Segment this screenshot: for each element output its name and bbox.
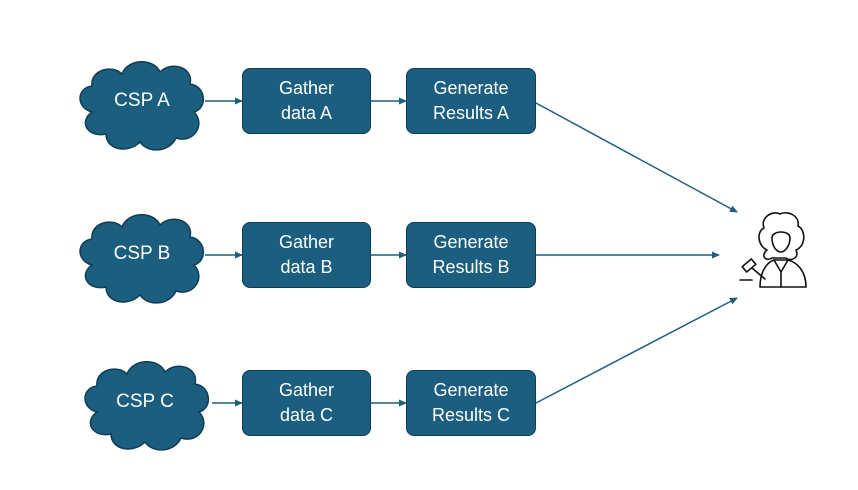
cloud-csp-c (84, 361, 209, 451)
csp-c-label: CSP C (116, 391, 174, 412)
generate-results-c-box: Generate Results C (406, 370, 536, 436)
cloud-csp-b (79, 214, 204, 304)
csp-b-label: CSP B (113, 243, 171, 264)
gather-a-line-1: Gather (278, 78, 335, 98)
gather-data-a-box: Gather data A (242, 68, 371, 134)
arrow-generate-a-to-judge (535, 102, 738, 213)
judge-with-gavel-icon (739, 211, 807, 288)
generate-a-line-2: Results A (432, 103, 510, 123)
cloud-csp-a (79, 61, 204, 151)
generate-results-b-box: Generate Results B (406, 222, 536, 288)
generate-a-line-1: Generate (433, 78, 509, 98)
generate-c-line-1: Generate (433, 380, 509, 400)
gather-data-b-box: Gather data B (242, 222, 371, 288)
gather-c-line-1: Gather (278, 380, 335, 400)
gather-a-line-2: data A (280, 103, 333, 123)
arrow-generate-c-to-judge (535, 297, 738, 404)
gather-c-line-2: data C (279, 405, 334, 425)
gather-b-line-2: data B (280, 257, 333, 277)
gather-data-c-box: Gather data C (242, 370, 371, 436)
csp-a-label: CSP A (114, 90, 170, 111)
generate-b-line-1: Generate (433, 232, 509, 252)
gather-b-line-1: Gather (278, 232, 335, 252)
generate-b-line-2: Results B (432, 257, 510, 277)
generate-c-line-2: Results C (431, 405, 511, 425)
generate-results-a-box: Generate Results A (406, 68, 536, 134)
